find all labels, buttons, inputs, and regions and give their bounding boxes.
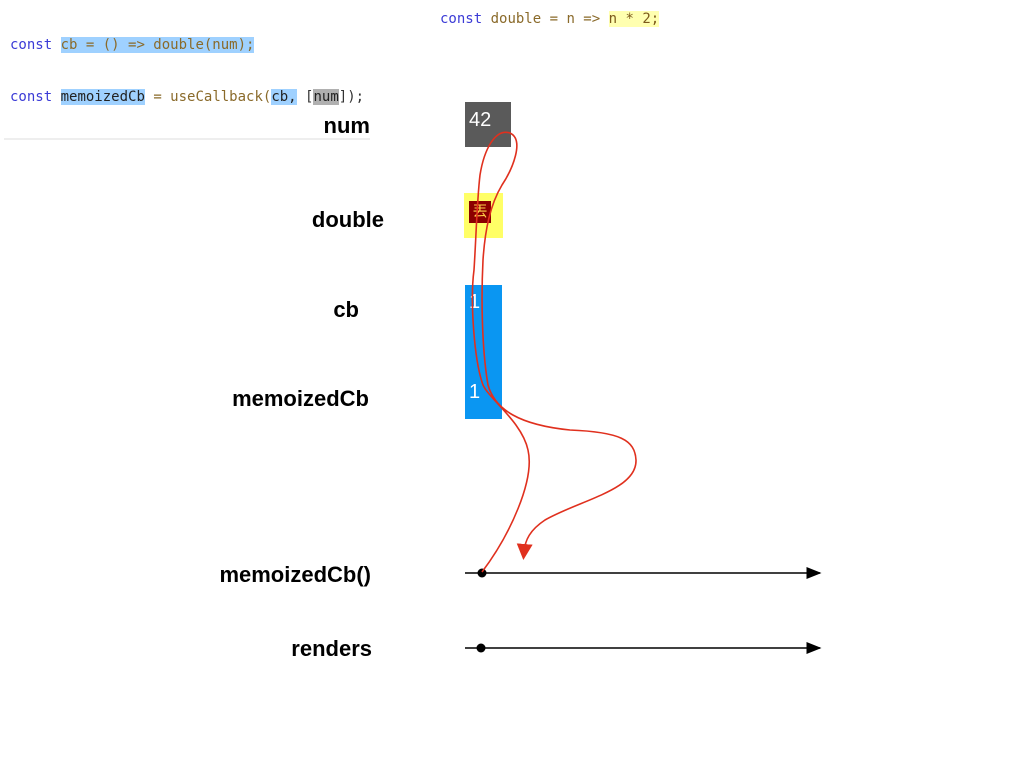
memoizedcb-reference-value: 1 <box>469 381 481 403</box>
row-label-num: num <box>323 113 370 138</box>
code-line-memoized: const memoizedCb = useCallback(cb, [num]… <box>10 84 364 110</box>
row-label-cb: cb <box>333 297 359 322</box>
code-snippet-callback: const cb = () => double(num); const memo… <box>4 6 371 140</box>
memoizedcb-call-event-dot <box>477 568 487 578</box>
render-event-dot <box>476 643 486 653</box>
row-label-memoizedcb: memoizedCb <box>232 386 369 411</box>
renders-timeline <box>465 642 822 654</box>
code-double-body: n * 2; <box>608 11 660 27</box>
code-end: ]); <box>338 89 365 105</box>
memoizedcb-call-timeline <box>465 567 822 579</box>
code-cb-definition: cb = () => double(num); <box>60 37 255 53</box>
row-label-renders: renders <box>291 636 372 661</box>
code-double-decl: double = n => <box>490 11 601 27</box>
code-keyword: const <box>440 11 483 27</box>
code-line-cb: const cb = () => double(num); <box>10 32 364 58</box>
double-value-box: 丟 <box>464 193 503 238</box>
code-snippet-double: const double = n => n * 2; <box>440 6 660 32</box>
code-gap: [ <box>296 89 314 105</box>
code-arg-cb: cb, <box>271 89 297 105</box>
code-usecallback: = useCallback( <box>144 89 272 105</box>
code-memoized-name: memoizedCb <box>60 89 145 105</box>
num-value: 42 <box>469 109 492 131</box>
code-keyword: const <box>10 89 53 105</box>
call-flow-curve <box>471 131 637 573</box>
code-arg-num: num <box>313 89 339 105</box>
row-label-double: double <box>311 207 384 232</box>
num-value-box: 42 <box>465 102 511 147</box>
cb-reference-value: 1 <box>469 291 481 313</box>
code-keyword: const <box>10 37 53 53</box>
row-label-memoizedcb-call: memoizedCb() <box>219 562 371 587</box>
